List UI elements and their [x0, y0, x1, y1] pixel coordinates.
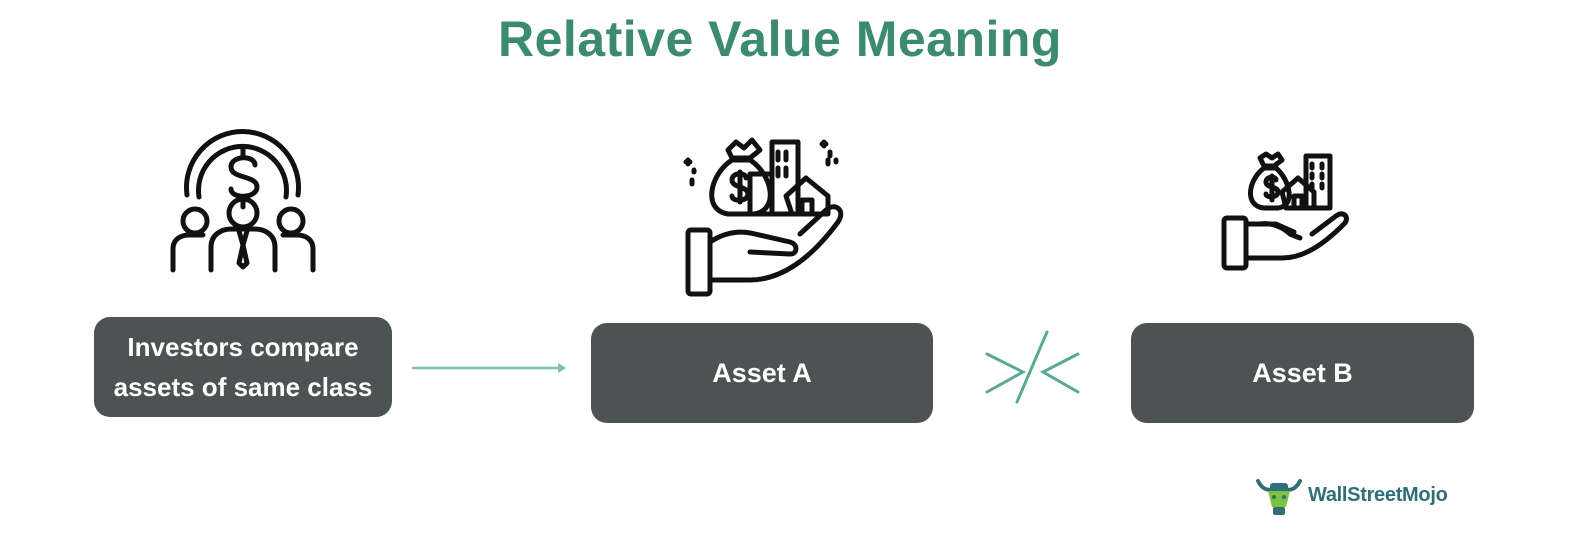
hand-holding-assets-small-icon [1221, 151, 1349, 271]
investors-dollar-icon [170, 129, 316, 273]
investors-compare-box: Investors compare assets of same class [94, 317, 392, 417]
asset-b-label: Asset B [1252, 358, 1353, 388]
asset-b-box: Asset B [1131, 323, 1474, 423]
wallstreetmojo-logo: WallStreetMojo [1256, 472, 1486, 518]
right-arrow-icon [412, 363, 566, 373]
investors-box-line1: Investors compare [127, 332, 359, 362]
asset-a-box: Asset A [591, 323, 933, 423]
hand-holding-assets-icon [683, 137, 844, 297]
page-title: Relative Value Meaning [498, 11, 1062, 67]
investors-box-line2: assets of same class [113, 372, 373, 402]
wallstreetmojo-bull-logo-icon [1256, 479, 1302, 515]
asset-a-label: Asset A [712, 358, 812, 388]
comparison-sign-icon [985, 330, 1080, 404]
logo-text: WallStreetMojo [1308, 483, 1448, 506]
